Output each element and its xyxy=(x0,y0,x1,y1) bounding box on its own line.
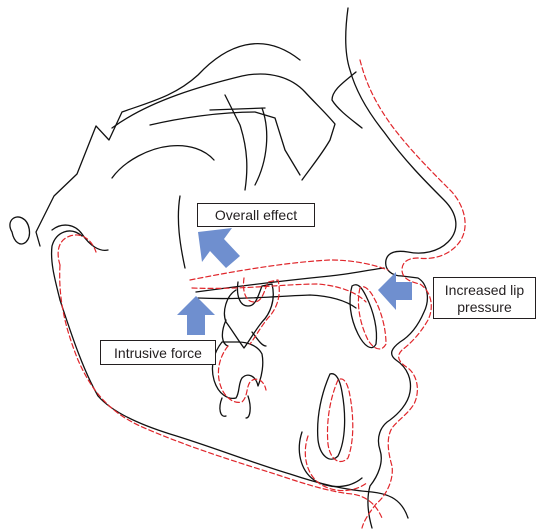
nasal-dorsum-inner xyxy=(332,72,362,128)
orbit-floor xyxy=(150,112,300,175)
lower-incisor xyxy=(318,374,345,459)
dashed-lower-molar xyxy=(218,346,266,402)
force-arrows xyxy=(177,228,412,335)
orbit-contour xyxy=(112,74,335,180)
dashed-ramus xyxy=(58,235,96,265)
overall-effect-text: Overall effect xyxy=(215,207,297,223)
lip-pressure-text-line1: Increased lip xyxy=(434,282,535,299)
lower-molar xyxy=(212,342,262,398)
intrusive-force-text: Intrusive force xyxy=(114,345,202,361)
overall-effect-arrow xyxy=(198,228,240,268)
soft-tissue-profile xyxy=(346,8,456,528)
overall-effect-label: Overall effect xyxy=(197,203,315,227)
lip-pressure-text-line2: pressure xyxy=(434,299,535,316)
lip-pressure-arrow xyxy=(378,272,412,310)
ear-rod-loop xyxy=(10,217,30,244)
ramus-outline xyxy=(52,231,82,300)
upper-molar xyxy=(224,282,273,348)
sella-stroke xyxy=(112,146,214,178)
palate-lower xyxy=(198,295,356,308)
lower-molar-roots xyxy=(220,396,250,418)
dashed-upper-incisor xyxy=(358,287,386,349)
pterygomaxillary-fissure xyxy=(178,196,185,268)
intrusive-force-label: Intrusive force xyxy=(100,340,216,365)
zygoma-line xyxy=(210,108,267,185)
lip-pressure-label: Increased lip pressure xyxy=(433,277,536,319)
dashed-symphysis xyxy=(305,436,368,491)
dashed-palatal-plane xyxy=(190,260,388,280)
intrusive-force-arrow xyxy=(177,296,215,335)
condyle-stroke xyxy=(52,225,108,250)
